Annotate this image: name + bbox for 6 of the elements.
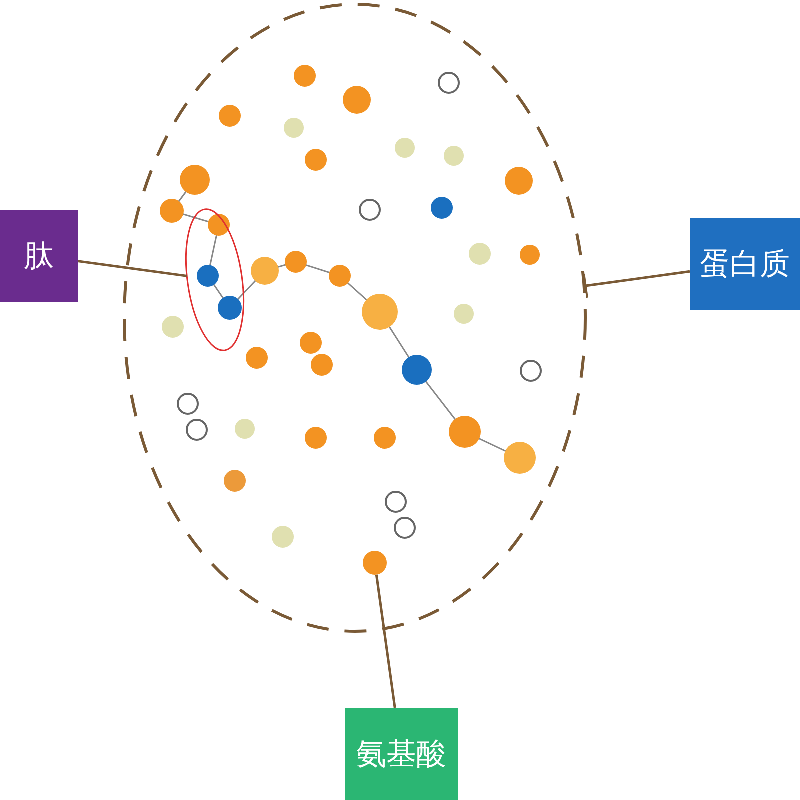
leader-line xyxy=(78,260,188,278)
leader-line xyxy=(375,574,396,708)
term-label: 氨基酸 xyxy=(345,708,458,800)
term-label: 肽 xyxy=(0,210,78,302)
term-label: 蛋白质 xyxy=(690,218,800,310)
leader-line xyxy=(583,270,690,299)
